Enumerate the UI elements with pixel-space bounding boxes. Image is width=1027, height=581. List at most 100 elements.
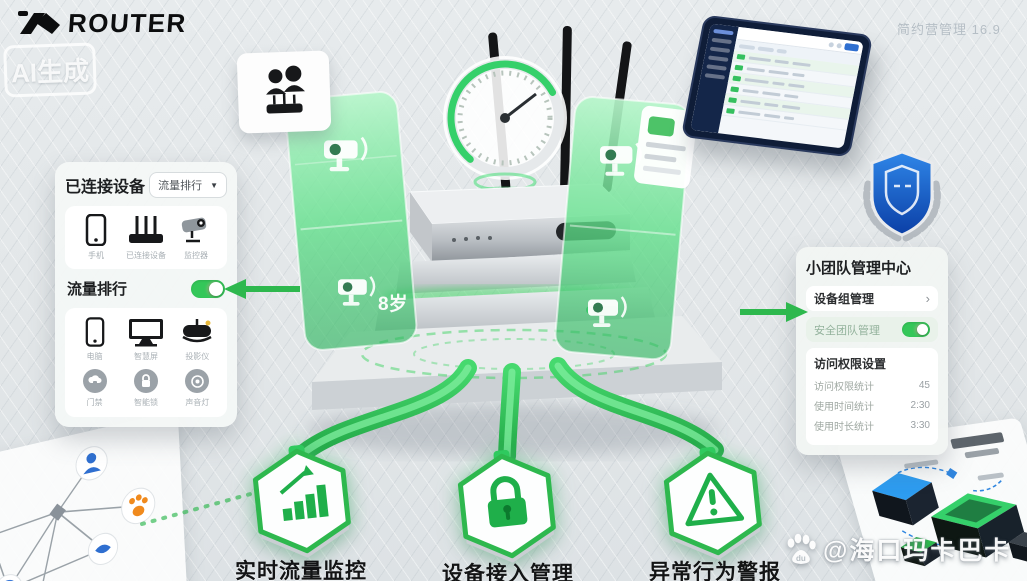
security-team-management-item[interactable]: 安全团队管理 [806, 317, 938, 342]
device-grid: 电脑 智慧屏 投影仪 [65, 308, 227, 417]
device-item: 已连接设备 [121, 214, 171, 261]
hex-label-alert: 异常行为警报 [649, 561, 781, 581]
cloud-lock-icon [82, 369, 107, 393]
users-router-card [236, 50, 332, 134]
people-router-icon [266, 65, 305, 114]
paw-node [121, 487, 156, 525]
device-label: 电脑 [86, 352, 103, 361]
panel-title: 已连接设备 [65, 179, 146, 196]
traffic-ranking-row: 流量排行 [67, 278, 225, 299]
router-scene: 8岁 [284, 26, 722, 456]
padlock-icon [487, 476, 528, 528]
device-item: 电脑 [69, 317, 120, 362]
hex-label-traffic: 实时流量监控 [235, 560, 367, 581]
chevron-down-icon: ▼ [210, 180, 218, 190]
dotted-trail [140, 470, 332, 526]
ai-generated-stamp: AI生成 [3, 42, 97, 98]
paw-text: du [796, 554, 806, 563]
credit-watermark: du @海口玛卡巴卡 [784, 531, 1011, 567]
dropdown-label: 流量排行 [158, 180, 203, 192]
item-label: 设备组管理 [814, 292, 875, 306]
warning-icon [685, 472, 745, 527]
stat-row: 使用时间统计 2:30 [814, 398, 930, 413]
device-item: 投影仪 [172, 317, 223, 362]
network-topology-panel [0, 410, 187, 581]
device-item: 门禁 [69, 369, 120, 408]
traffic-sort-dropdown[interactable]: 流量排行 ▼ [149, 172, 227, 198]
device-label: 声音灯 [185, 398, 210, 407]
baidu-paw-icon: du [787, 533, 816, 564]
device-label: 手机 [88, 251, 104, 260]
chevron-right-icon: › [925, 291, 930, 306]
panel-header: 已连接设备 流量排行 ▼ [65, 172, 227, 198]
link-node [946, 467, 958, 479]
router-icon [129, 216, 163, 243]
hub-node [49, 503, 66, 521]
iso-box-green [931, 493, 1025, 558]
device-label: 智能锁 [133, 398, 158, 407]
device-node [87, 532, 119, 566]
security-shield-icon [863, 150, 941, 242]
speaker-icon [185, 369, 210, 393]
screen-badge-text: 8岁 [378, 292, 408, 315]
section-title: 访问权限设置 [814, 357, 887, 371]
router-brand-icon [18, 10, 60, 34]
device-label: 投影仪 [185, 352, 210, 361]
hex-badge-traffic [250, 444, 354, 559]
graph-edges [0, 462, 139, 581]
traffic-ranking-toggle[interactable] [191, 279, 225, 298]
item-label: 安全团队管理 [814, 324, 880, 337]
flow-ribbons [296, 357, 724, 465]
right-arrow-icon [740, 302, 808, 322]
hex-label-access: 设备接入管理 [442, 563, 574, 581]
network-topology-graphic [0, 446, 156, 581]
brand-name: ROUTER [66, 8, 188, 38]
stat-label: 使用时长统计 [814, 422, 874, 433]
label-bar [977, 472, 1004, 481]
device-label: 已连接设备 [126, 251, 166, 260]
smart-lock-icon [133, 369, 158, 393]
device-label: 监控器 [184, 251, 208, 260]
holo-white-card [634, 105, 698, 189]
connected-devices-row: 手机 已连接设备 监控器 [65, 206, 227, 269]
left-arrow-icon [224, 279, 300, 299]
smartphone-icon [85, 214, 107, 246]
monitor-icon [128, 319, 163, 347]
device-group-management-item[interactable]: 设备组管理 › [806, 286, 938, 311]
device-item: 智能锁 [120, 369, 171, 408]
iso-devices-panel [835, 417, 1027, 581]
projector-icon [182, 319, 212, 343]
connected-devices-panel: 已连接设备 流量排行 ▼ 手机 已连接设备 [55, 162, 237, 427]
label-bar [904, 459, 939, 469]
device-item: 声音灯 [172, 369, 223, 408]
bar-chart-icon [279, 465, 329, 521]
speed-gauge-icon [443, 56, 567, 228]
device-label: 智慧屏 [133, 352, 158, 361]
person-node [75, 446, 108, 481]
iso-devices-graphic [872, 432, 1027, 567]
stat-label: 访问权限统计 [814, 382, 874, 393]
garbled-title [950, 432, 1004, 459]
holo-band-left [284, 91, 418, 351]
hex-badge-access [455, 449, 559, 564]
device-item: 智慧屏 [120, 317, 171, 362]
team-management-panel: 小团队管理中心 设备组管理 › 安全团队管理 访问权限设置 访问权限统计 45 … [796, 247, 948, 455]
top-right-caption: 简约营管理 16.9 [897, 22, 1001, 37]
iso-box-small-green [900, 537, 941, 567]
credit-text: @海口玛卡巴卡 [823, 537, 1012, 565]
toggle-label: 流量排行 [67, 281, 128, 298]
stat-value: 45 [918, 380, 930, 391]
stat-value: 3:30 [910, 420, 930, 431]
access-permissions-card: 访问权限设置 访问权限统计 45 使用时间统计 2:30 使用时长统计 3:30 [806, 348, 938, 445]
globe-node [0, 574, 23, 581]
hex-badge-alert [661, 446, 765, 561]
stat-row: 使用时长统计 3:30 [814, 418, 930, 433]
device-item: 监控器 [171, 214, 221, 261]
brand-logo: ROUTER [16, 8, 188, 39]
device-label: 门禁 [86, 398, 103, 407]
panel-title: 小团队管理中心 [806, 260, 912, 277]
stat-label: 使用时间统计 [814, 402, 874, 413]
security-team-toggle[interactable] [902, 322, 930, 337]
